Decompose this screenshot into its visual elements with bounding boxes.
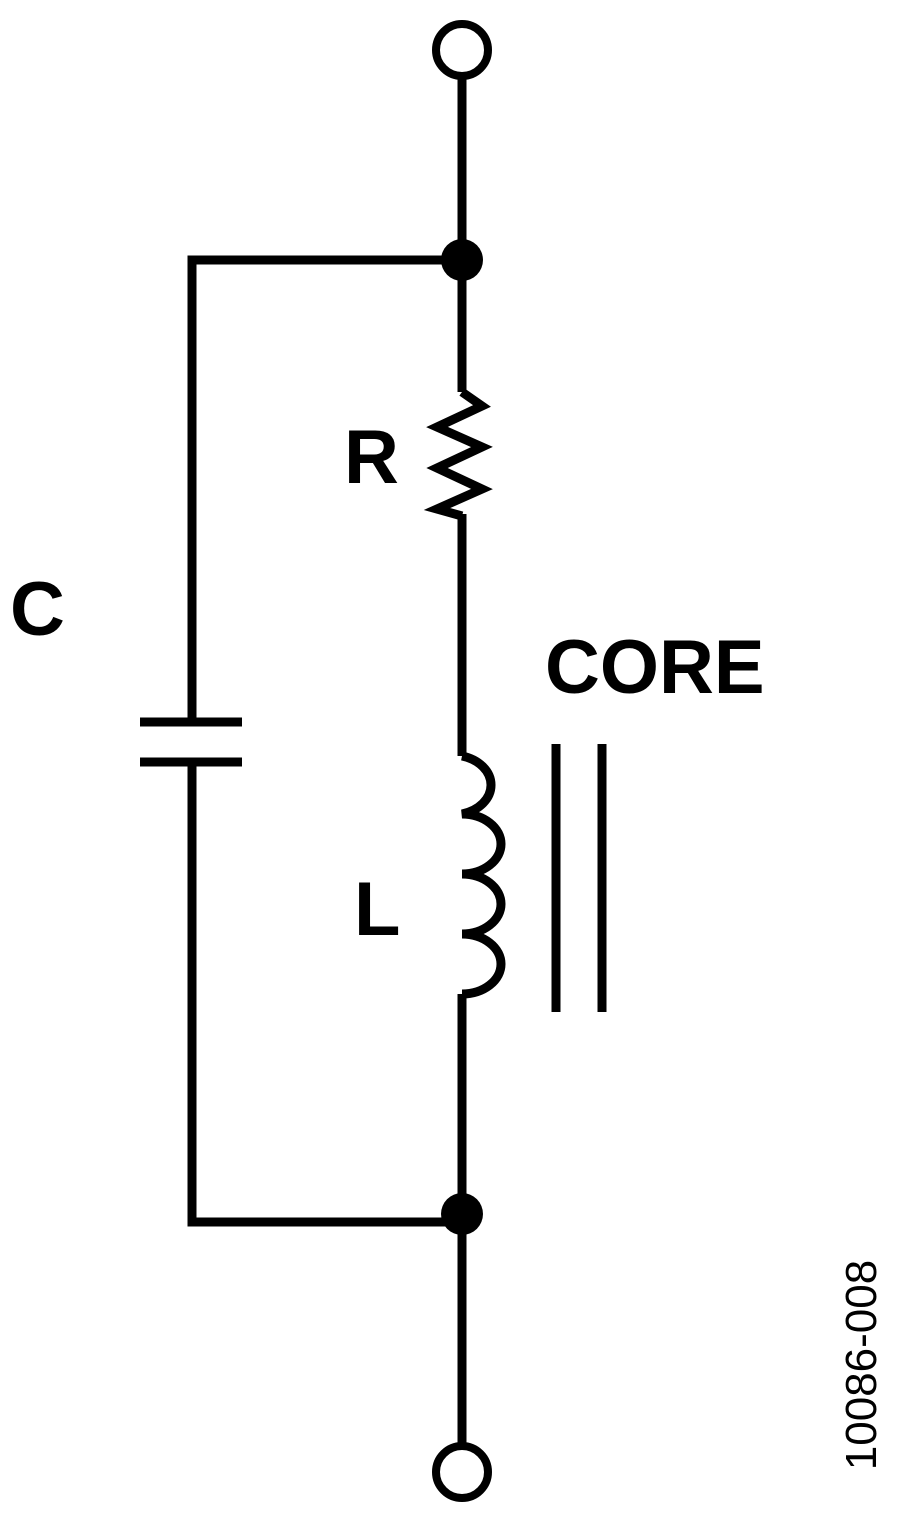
top-terminal (432, 20, 492, 80)
figure-id: 10086-008 (837, 1259, 886, 1471)
inductor-label: L (354, 867, 401, 952)
wire-capacitor-top (187, 255, 462, 720)
resistor-symbol (423, 388, 493, 521)
core-label: CORE (545, 625, 765, 710)
wire-capacitor-bottom (187, 764, 462, 1227)
bottom-terminal (432, 1442, 492, 1502)
capacitor-label: C (10, 567, 65, 652)
resistor-label: R (344, 415, 399, 500)
inductor-symbol (460, 751, 506, 999)
